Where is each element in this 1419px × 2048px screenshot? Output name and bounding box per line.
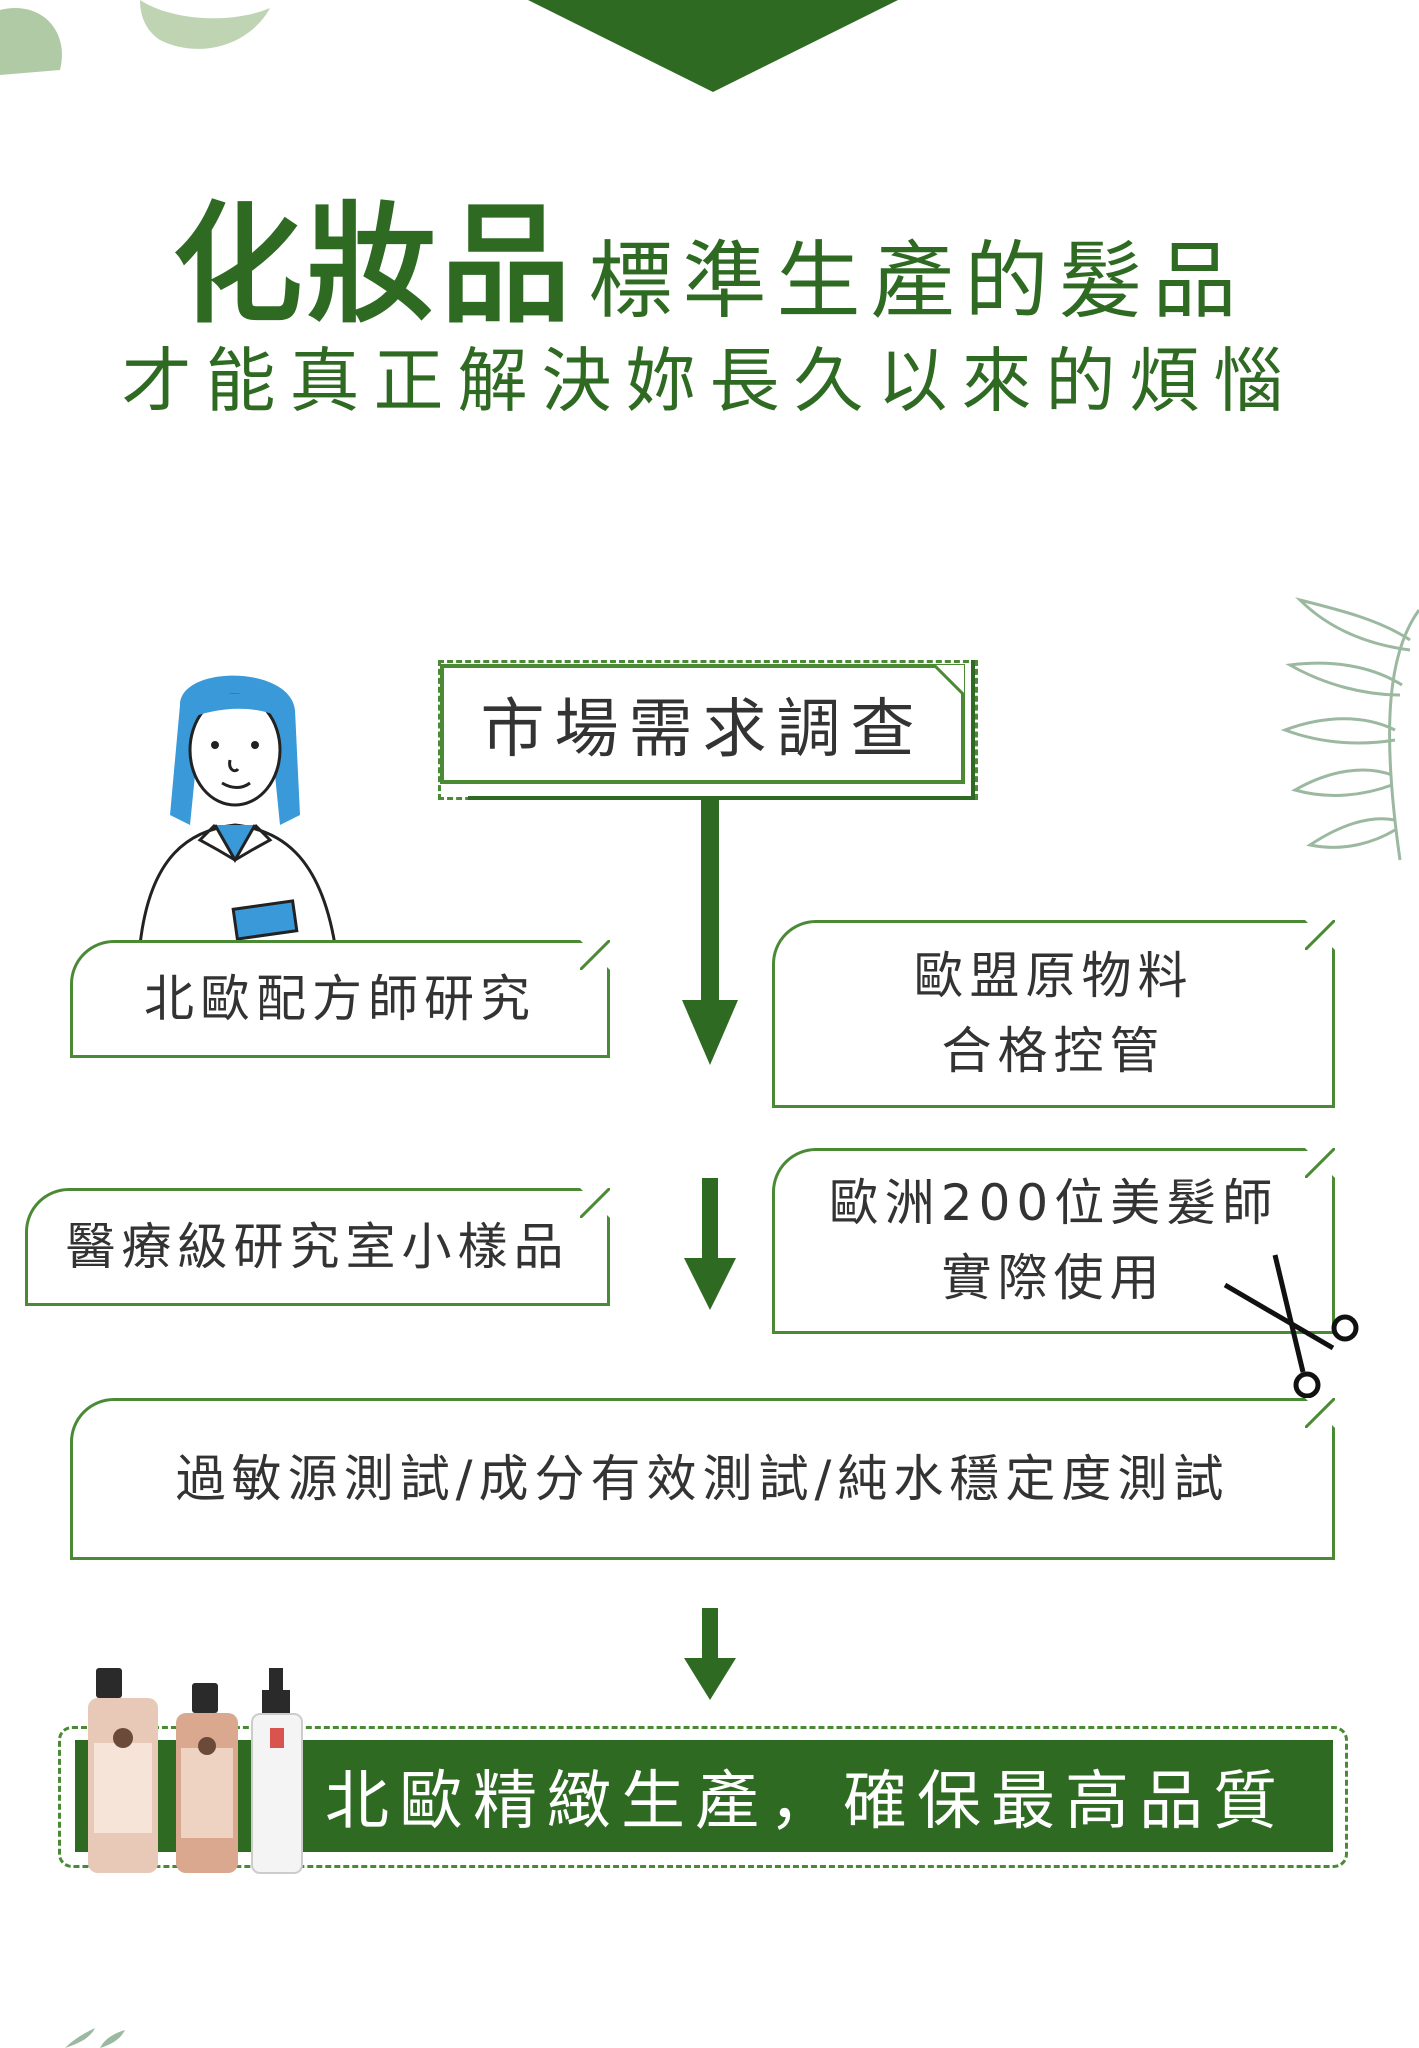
arrow-down-icon-second	[684, 1178, 736, 1310]
market-research-shadow	[468, 660, 975, 800]
scissors-icon	[1223, 1254, 1359, 1399]
corner-accent-icon	[580, 940, 610, 970]
corner-accent-icon	[1305, 920, 1335, 950]
scientist-illustration	[138, 675, 337, 945]
leaf-decoration-right	[1280, 597, 1419, 861]
leaf-decoration-bottom	[65, 2028, 125, 2048]
page-subtitle: 才能真正解決妳長久以來的煩惱	[121, 340, 1298, 422]
arrow-down-icon-third	[684, 1608, 736, 1700]
lab-sample-box: 醫療級研究室小樣品	[25, 1188, 610, 1306]
tests-label: 過敏源測試/成分有效測試/純水穩定度測試	[175, 1449, 1230, 1508]
formula-research-box: 北歐配方師研究	[70, 940, 610, 1058]
material-control-box: 歐盟原物料 合格控管	[772, 920, 1335, 1108]
market-research-box: 市場需求調查	[440, 664, 965, 784]
lab-sample-label: 醫療級研究室小樣品	[65, 1217, 570, 1276]
leaf-decoration-top-left	[0, 0, 270, 75]
corner-accent-icon	[934, 665, 964, 695]
stylist-use-line1: 歐洲200位美髮師	[828, 1174, 1279, 1232]
page-title: 化妝品標準生產的髮品	[0, 160, 1419, 348]
corner-accent-icon	[1305, 1398, 1335, 1428]
material-control-line2: 合格控管	[941, 1022, 1166, 1080]
title-emphasis: 化妝品	[172, 189, 575, 341]
product-bottles-image	[88, 1668, 303, 1874]
top-arrow-icon	[528, 0, 898, 92]
material-control-line1: 歐盟原物料	[913, 947, 1194, 1005]
tests-box: 過敏源測試/成分有效測試/純水穩定度測試	[70, 1398, 1335, 1560]
stylist-use-line2: 實際使用	[941, 1249, 1166, 1307]
banner-dashed-frame	[58, 1726, 1348, 1868]
arrow-down-icon-main	[682, 800, 738, 1065]
corner-accent-icon	[1305, 1148, 1335, 1178]
formula-research-label: 北歐配方師研究	[144, 969, 536, 1028]
stylist-use-box: 歐洲200位美髮師 實際使用	[772, 1148, 1335, 1334]
quality-banner-text: 北歐精緻生產，確保最高品質	[325, 1765, 1287, 1839]
corner-accent-icon	[580, 1188, 610, 1218]
market-research-label: 市場需求調查	[480, 693, 925, 767]
title-rest: 標準生產的髮品	[588, 232, 1247, 330]
